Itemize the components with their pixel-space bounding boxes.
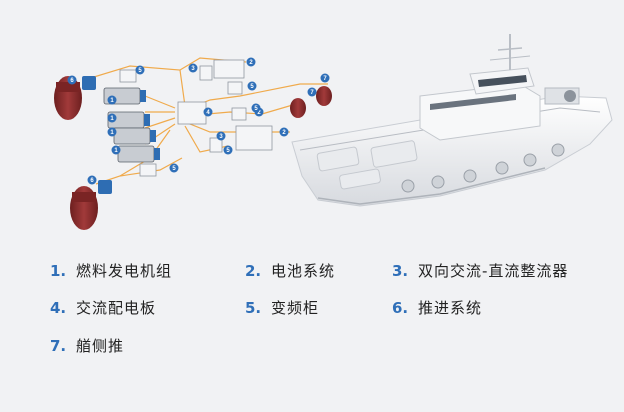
legend-number: 2. [245,262,262,280]
generator-sets [103,87,155,163]
legend-item-7: 7. 艏侧推 [50,335,124,356]
legend-label: 变频柜 [271,299,320,317]
legend-number: 6. [392,299,409,317]
legend-item-5: 5. 变频柜 [245,297,319,318]
badge: 1 [111,145,121,155]
legend-label: 电池系统 [271,262,336,280]
legend-item-3: 3. 双向交流-直流整流器 [392,260,568,281]
svg-text:6: 6 [70,78,74,84]
badge: 6 [67,75,77,85]
svg-text:5: 5 [138,68,142,74]
svg-text:3: 3 [219,134,223,140]
badge: 7 [307,87,317,97]
propulsion-unit-top [54,76,96,120]
svg-text:2: 2 [257,110,261,116]
badge: 1 [107,127,117,137]
legend-number: 1. [50,262,67,280]
ship-illustration [291,34,613,207]
legend-number: 7. [50,337,67,355]
svg-text:5: 5 [250,84,254,90]
badge: 7 [320,73,330,83]
svg-text:4: 4 [206,110,210,116]
legend-item-6: 6. 推进系统 [392,297,482,318]
bow-thruster-1 [290,98,306,118]
legend-number: 4. [50,299,67,317]
legend-label: 推进系统 [418,299,483,317]
badge: 4 [203,107,213,117]
svg-text:7: 7 [310,90,314,96]
legend-number: 5. [245,299,262,317]
legend-item-2: 2. 电池系统 [245,260,335,281]
legend-label: 双向交流-直流整流器 [418,262,569,280]
svg-text:2: 2 [282,130,286,136]
badge: 5 [247,81,257,91]
legend-item-1: 1. 燃料发电机组 [50,260,172,281]
badge: 3 [188,63,198,73]
badge: 5 [251,103,261,113]
svg-text:1: 1 [110,116,114,122]
svg-text:1: 1 [110,98,114,104]
legend-number: 3. [392,262,409,280]
badge: 3 [216,131,226,141]
badge: 2 [246,57,256,67]
svg-text:5: 5 [254,106,258,112]
number-badges: 1 1 1 1 2 2 2 3 3 4 5 5 5 5 5 6 6 7 7 [67,57,330,185]
legend-item-4: 4. 交流配电板 [50,297,156,318]
svg-text:3: 3 [191,66,195,72]
svg-text:7: 7 [323,76,327,82]
svg-text:2: 2 [249,60,253,66]
svg-text:1: 1 [110,130,114,136]
cabinets [119,59,273,177]
propulsion-unit-bottom [70,180,112,230]
svg-text:6: 6 [90,178,94,184]
badge: 1 [107,113,117,123]
badge: 1 [107,95,117,105]
badge: 6 [87,175,97,185]
legend-label: 艏侧推 [76,337,125,355]
badge: 5 [223,145,233,155]
svg-text:5: 5 [226,148,230,154]
bow-thruster-2 [316,86,332,106]
svg-text:5: 5 [172,166,176,172]
badge: 2 [279,127,289,137]
svg-text:1: 1 [114,148,118,154]
legend-label: 燃料发电机组 [76,262,173,280]
legend-label: 交流配电板 [76,299,157,317]
badge: 5 [169,163,179,173]
badge: 5 [135,65,145,75]
